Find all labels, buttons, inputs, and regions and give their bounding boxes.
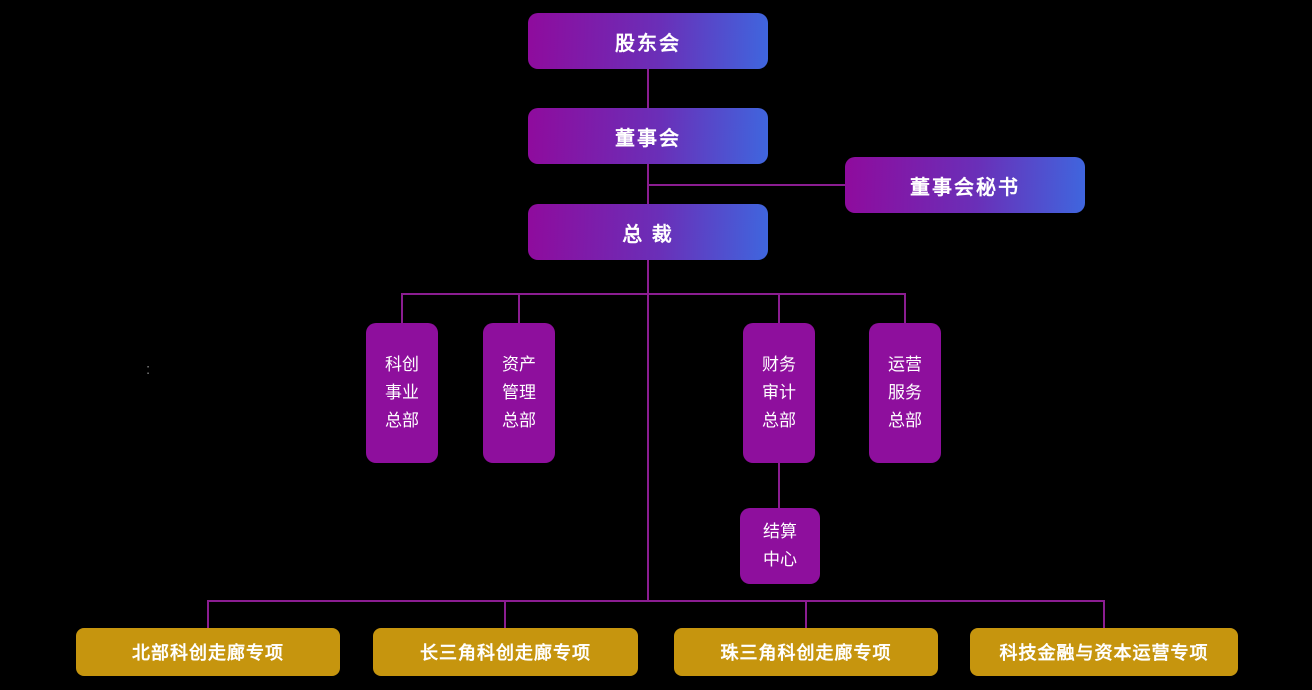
node-president-label: 总 裁 [622, 223, 674, 246]
connector-depts-horizontal [402, 293, 905, 295]
connector-shareholders-board [647, 69, 649, 108]
node-dept-sci-innovation-label: 科创 事业 总部 [385, 354, 419, 431]
connector-stub-proj4 [1103, 600, 1105, 628]
node-proj-fintech-label: 科技金融与资本运营专项 [999, 643, 1209, 663]
node-president: 总 裁 [528, 204, 768, 260]
node-dept-asset-mgmt: 资产 管理 总部 [483, 323, 555, 463]
node-dept-operations-label: 运营 服务 总部 [888, 354, 922, 431]
connector-projects-horizontal [208, 600, 1104, 602]
connector-president-trunk [647, 260, 649, 600]
connector-stub-dept3 [778, 293, 780, 323]
connector-board-secretary [648, 184, 845, 186]
connector-stub-proj2 [504, 600, 506, 628]
connector-stub-proj1 [207, 600, 209, 628]
connector-board-president [647, 164, 649, 204]
node-dept-asset-mgmt-label: 资产 管理 总部 [502, 354, 536, 431]
connector-finance-settlement [778, 463, 780, 508]
node-board: 董事会 [528, 108, 768, 164]
node-proj-pearl-label: 珠三角科创走廊专项 [720, 643, 892, 663]
connector-stub-proj3 [805, 600, 807, 628]
node-proj-yangtze: 长三角科创走廊专项 [373, 628, 638, 676]
node-proj-pearl: 珠三角科创走廊专项 [674, 628, 938, 676]
node-dept-finance-audit-label: 财务 审计 总部 [762, 354, 796, 431]
node-shareholders: 股东会 [528, 13, 768, 69]
connector-stub-dept1 [401, 293, 403, 323]
node-settlement-center-label: 结算 中心 [763, 521, 797, 569]
node-dept-finance-audit: 财务 审计 总部 [743, 323, 815, 463]
stray-mark: : [146, 361, 151, 378]
node-proj-north: 北部科创走廊专项 [76, 628, 340, 676]
connector-stub-dept4 [904, 293, 906, 323]
node-shareholders-label: 股东会 [615, 32, 681, 55]
connector-stub-dept2 [518, 293, 520, 323]
node-board-secretary: 董事会秘书 [845, 157, 1085, 213]
node-board-secretary-label: 董事会秘书 [910, 176, 1020, 199]
node-board-label: 董事会 [615, 127, 681, 150]
node-proj-yangtze-label: 长三角科创走廊专项 [420, 643, 591, 663]
node-proj-fintech: 科技金融与资本运营专项 [970, 628, 1238, 676]
node-proj-north-label: 北部科创走廊专项 [132, 643, 284, 663]
node-dept-sci-innovation: 科创 事业 总部 [366, 323, 438, 463]
node-dept-operations: 运营 服务 总部 [869, 323, 941, 463]
node-settlement-center: 结算 中心 [740, 508, 820, 584]
